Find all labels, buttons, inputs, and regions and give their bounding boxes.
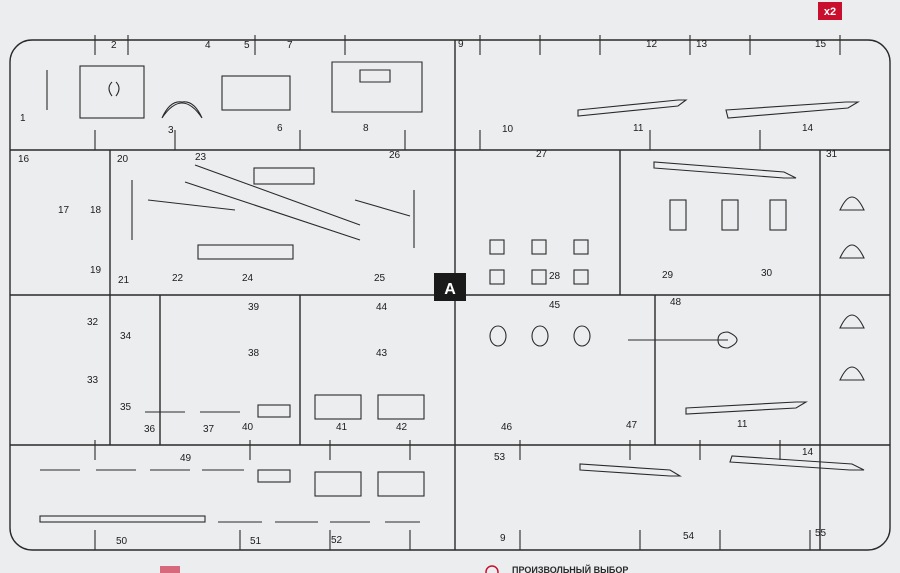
part-label: 12 bbox=[646, 39, 658, 50]
part-label: 39 bbox=[248, 302, 260, 313]
part-label: 19 bbox=[90, 265, 102, 276]
part-label: 11 bbox=[737, 419, 748, 430]
part-label: 29 bbox=[662, 270, 674, 281]
part-label: 34 bbox=[120, 331, 132, 342]
part-label: 52 bbox=[331, 535, 343, 546]
part-label: 14 bbox=[802, 447, 814, 458]
part-label: 27 bbox=[536, 149, 548, 160]
part-label: 32 bbox=[87, 317, 99, 328]
part-label: 41 bbox=[336, 422, 348, 433]
part-label: 21 bbox=[118, 275, 130, 286]
part-label: 11 bbox=[633, 123, 644, 134]
part-label: 42 bbox=[396, 422, 408, 433]
footer-strip: ПРОИЗВОЛЬНЫЙ ВЫБОР bbox=[160, 564, 628, 573]
part-label: 49 bbox=[180, 453, 192, 464]
part-label: 54 bbox=[683, 531, 695, 542]
part-label: 10 bbox=[502, 124, 514, 135]
part-label: 20 bbox=[117, 154, 129, 165]
part-label: 43 bbox=[376, 348, 388, 359]
part-label: 33 bbox=[87, 375, 99, 386]
part-label: 36 bbox=[144, 424, 156, 435]
part-label: 55 bbox=[815, 528, 827, 539]
part-label: 48 bbox=[670, 297, 682, 308]
footer-text: ПРОИЗВОЛЬНЫЙ ВЫБОР bbox=[512, 564, 628, 573]
part-label: 8 bbox=[363, 123, 369, 134]
part-label: 31 bbox=[826, 149, 838, 160]
part-label: 28 bbox=[549, 271, 561, 282]
part-label: 24 bbox=[242, 273, 254, 284]
part-label: 16 bbox=[18, 154, 30, 165]
part-label: 51 bbox=[250, 536, 262, 547]
part-label: 25 bbox=[374, 273, 386, 284]
part-label: 30 bbox=[761, 268, 773, 279]
part-label: 53 bbox=[494, 452, 506, 463]
multiplier-text: x2 bbox=[824, 6, 836, 18]
part-label: 35 bbox=[120, 402, 132, 413]
part-label: 14 bbox=[802, 123, 814, 134]
part-label: 22 bbox=[172, 273, 184, 284]
part-label: 46 bbox=[501, 422, 513, 433]
part-label: 50 bbox=[116, 536, 128, 547]
part-label: 4 bbox=[205, 40, 211, 51]
part-label: 13 bbox=[696, 39, 708, 50]
part-label: 9 bbox=[458, 39, 464, 50]
part-label: 40 bbox=[242, 422, 254, 433]
part-label: 15 bbox=[815, 39, 827, 50]
part-label: 5 bbox=[244, 40, 250, 51]
sprue-letter-box: A bbox=[434, 273, 466, 301]
part-shapes bbox=[39, 35, 865, 550]
part-label: 18 bbox=[90, 205, 102, 216]
part-label: 23 bbox=[195, 152, 207, 163]
part-label: 1 bbox=[20, 113, 26, 124]
part-label: 7 bbox=[287, 40, 293, 51]
part-label: 45 bbox=[549, 300, 561, 311]
part-label: 17 bbox=[58, 205, 70, 216]
sprue-frame bbox=[9, 39, 891, 551]
part-label: 9 bbox=[500, 533, 506, 544]
part-label: 44 bbox=[376, 302, 388, 313]
part-label: 26 bbox=[389, 150, 401, 161]
part-label: 3 bbox=[168, 125, 174, 136]
part-label: 38 bbox=[248, 348, 260, 359]
part-labels: 1 2 3 4 5 6 7 8 9 10 11 12 13 14 15 16 1… bbox=[18, 39, 838, 547]
part-label: 37 bbox=[203, 424, 215, 435]
part-label: 6 bbox=[277, 123, 283, 134]
multiplier-badge: x2 bbox=[818, 2, 842, 20]
sprue-letter: A bbox=[444, 281, 456, 298]
part-label: 47 bbox=[626, 420, 638, 431]
part-label: 2 bbox=[111, 40, 117, 51]
